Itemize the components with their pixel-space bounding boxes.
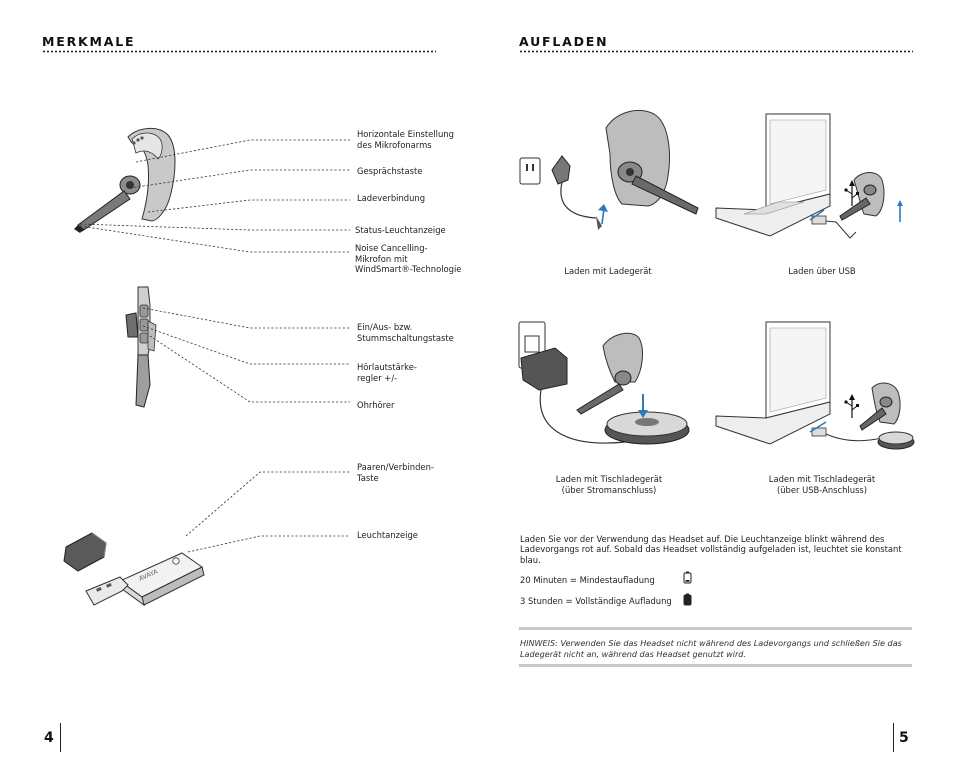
desk-charger-usb-illustration [715, 321, 915, 450]
usb-symbol-icon-2 [844, 394, 859, 418]
label-earpiece: Ohrhörer [357, 400, 395, 410]
label-indicator-light: Leuchtanzeige [357, 530, 418, 540]
page-rule-right [893, 723, 894, 752]
page-number-right: 5 [899, 730, 909, 746]
label-pair-connect-button: Paaren/Verbinden- Taste [357, 462, 434, 483]
caption-usb: Laden über USB [788, 266, 856, 276]
label-status-led: Status-Leuchtanzeige [355, 225, 446, 235]
page-rule-left [60, 723, 61, 752]
charger-illustration [519, 110, 699, 230]
features-heading: MERKMALE [42, 34, 136, 49]
charge-row-minimum: 20 Minuten = Mindestaufladung [520, 575, 655, 585]
heading-divider-right [519, 50, 913, 53]
desk-charger-power-illustration [518, 321, 690, 445]
label-call-button: Gesprächstaste [357, 166, 423, 176]
charging-heading: AUFLADEN [519, 34, 609, 49]
laptop-usb-illustration [715, 113, 903, 239]
note-box: HINWEIS: Verwenden Sie das Headset nicht… [519, 627, 912, 667]
charging-intro-text: Laden Sie vor der Verwendung das Headset… [520, 534, 902, 565]
label-noise-cancelling-mic: Noise Cancelling- Mikrofon mit WindSmart… [355, 243, 462, 275]
label-volume-control: Hörlautstärke- regler +/- [357, 362, 417, 383]
headset-side-illustration [125, 286, 157, 408]
caption-desk-charger-power: Laden mit Tischladegerät (über Stromansc… [555, 474, 663, 495]
charge-row-full: 3 Stunden = Vollständige Aufladung [520, 596, 672, 606]
label-mic-arm-adjust: Horizontale Einstellung des Mikrofonarms [357, 129, 454, 150]
usb-symbol-icon [844, 180, 859, 206]
battery-full-icon [683, 593, 692, 606]
caption-charger: Laden mit Ladegerät [564, 266, 652, 276]
heading-divider [42, 50, 436, 53]
label-charge-connector: Ladeverbindung [357, 193, 426, 203]
headset-front-illustration [74, 128, 176, 233]
page-number-left: 4 [44, 730, 54, 746]
label-power-mute-button: Ein/Aus- bzw. Stummschaltungstaste [357, 322, 454, 343]
note-text: HINWEIS: Verwenden Sie das Headset nicht… [520, 638, 902, 659]
battery-low-icon [683, 571, 692, 584]
caption-desk-charger-usb: Laden mit Tischladegerät (über USB-Ansch… [768, 474, 876, 495]
usb-adapter-illustration: AVAYA [63, 532, 205, 607]
